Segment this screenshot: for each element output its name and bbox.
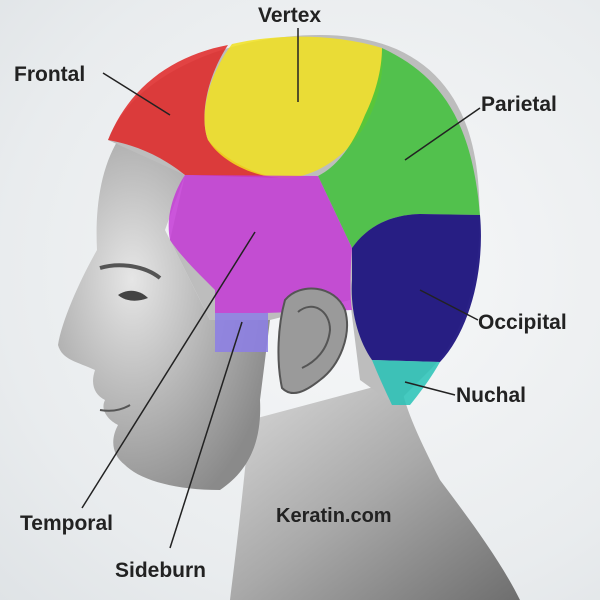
leader-frontal bbox=[102, 72, 171, 116]
leader-temporal bbox=[81, 231, 256, 509]
region-occipital bbox=[351, 214, 481, 362]
label-parietal: Parietal bbox=[481, 93, 557, 116]
neck-shape bbox=[230, 380, 520, 600]
region-temporal bbox=[168, 175, 352, 313]
label-temporal: Temporal bbox=[20, 512, 113, 535]
region-frontal bbox=[108, 45, 280, 178]
brow-line bbox=[99, 263, 162, 280]
leader-occipital bbox=[419, 289, 479, 321]
watermark: Keratin.com bbox=[276, 505, 392, 527]
ear-inner bbox=[297, 305, 332, 369]
label-occipital: Occipital bbox=[478, 311, 567, 334]
region-vertex bbox=[204, 36, 383, 179]
ear-shape bbox=[277, 287, 349, 395]
region-parietal bbox=[318, 48, 480, 248]
leader-parietal bbox=[404, 107, 481, 161]
label-vertex: Vertex bbox=[258, 4, 322, 27]
label-nuchal: Nuchal bbox=[456, 384, 527, 407]
eye-shape bbox=[118, 290, 148, 301]
mouth-line bbox=[99, 404, 131, 412]
label-sideburn: Sideburn bbox=[115, 559, 207, 582]
leader-sideburn bbox=[169, 321, 243, 549]
label-frontal: Frontal bbox=[14, 63, 86, 86]
leader-nuchal bbox=[404, 381, 456, 396]
region-sideburn bbox=[215, 313, 268, 352]
